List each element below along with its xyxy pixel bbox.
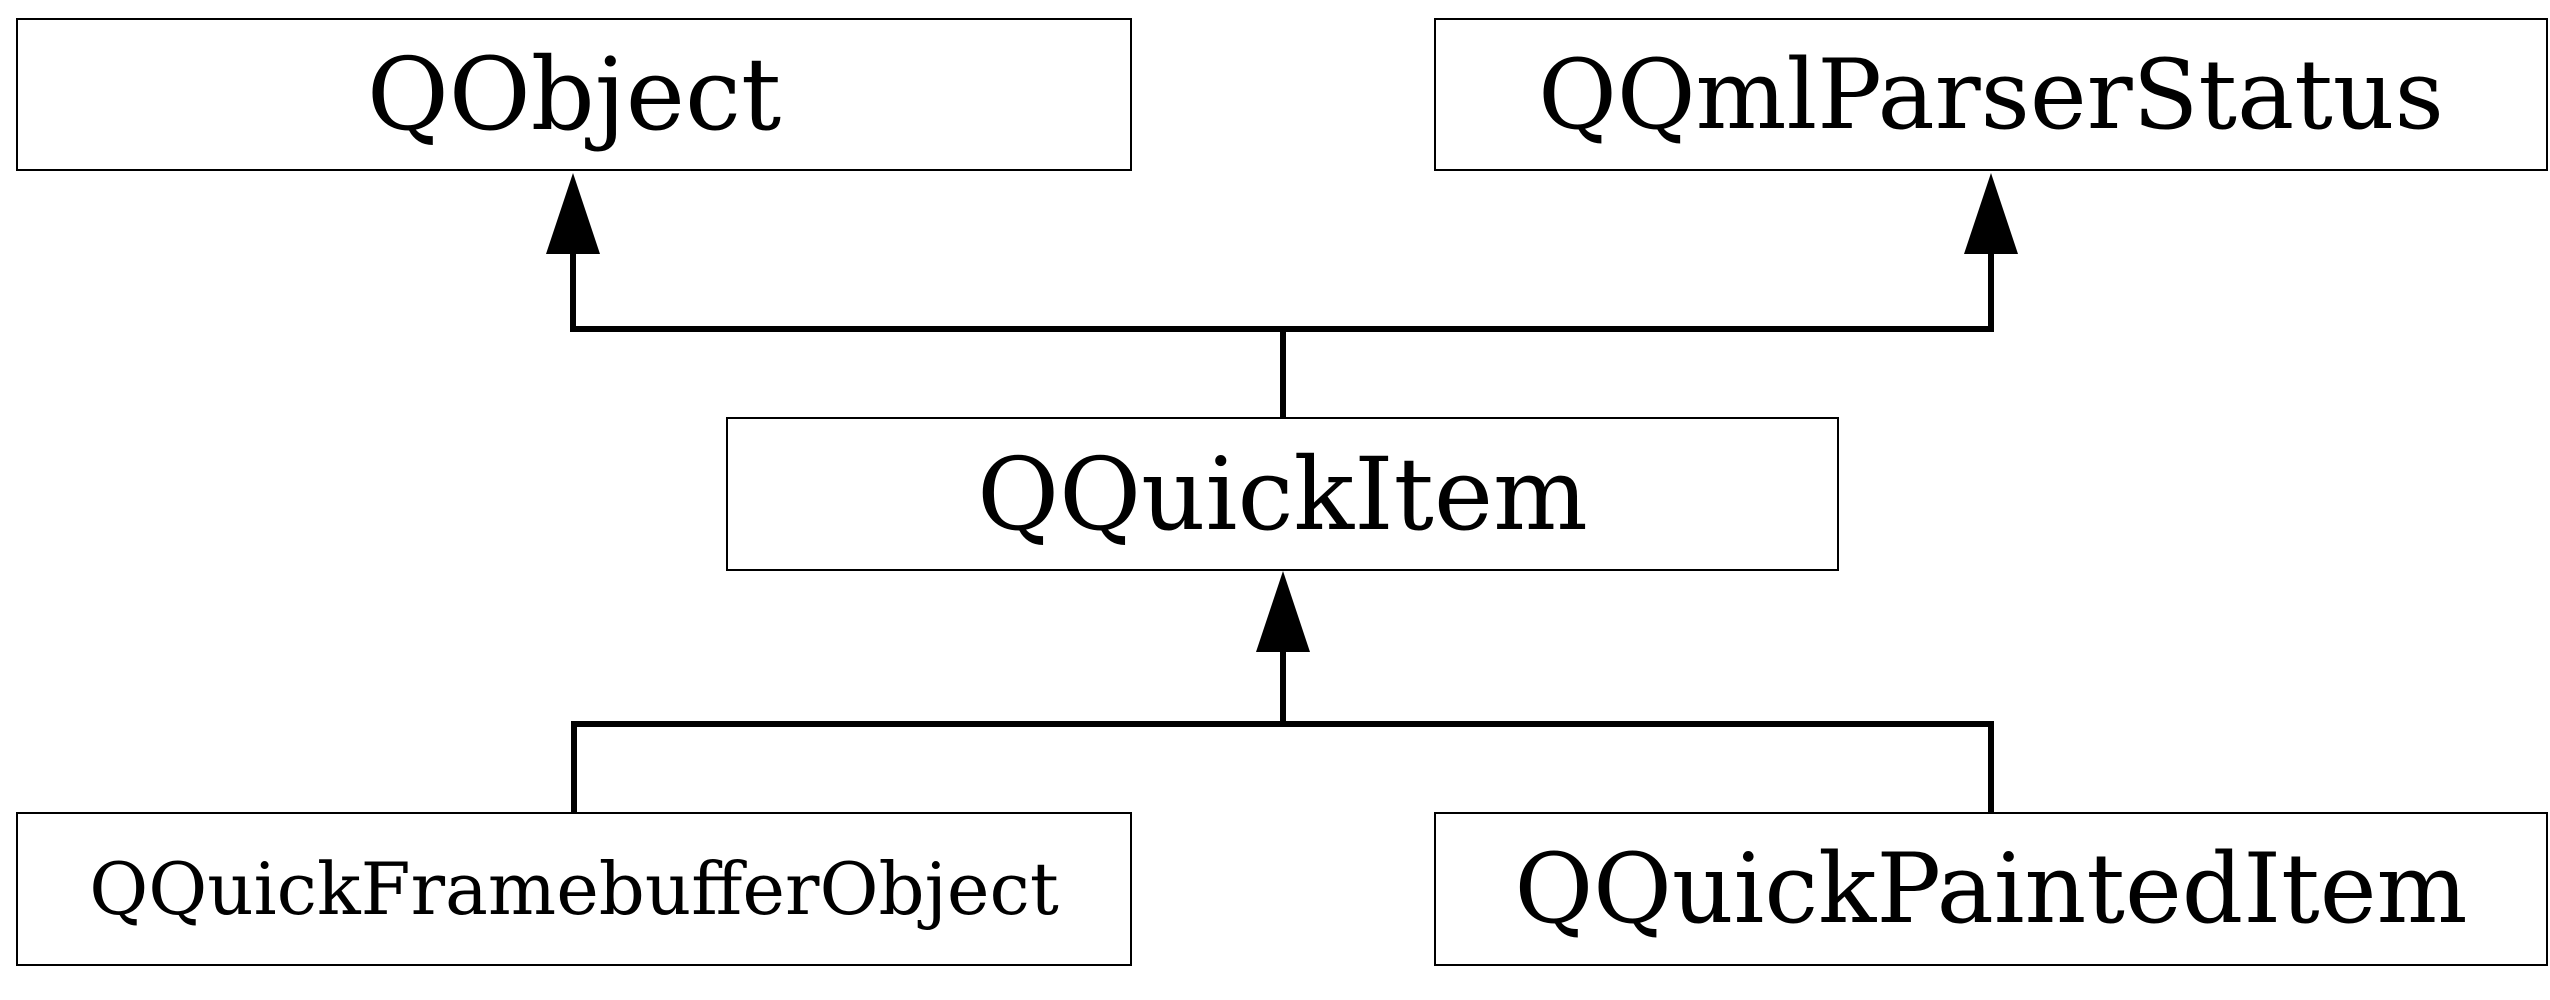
node-qquickpainteditem: QQuickPaintedItem	[1434, 812, 2548, 966]
node-qobject: QObject	[16, 18, 1132, 171]
node-label-qquickframebufferobject: QQuickFramebufferObject	[89, 847, 1059, 931]
node-label-qobject: QObject	[366, 36, 782, 153]
node-qquickitem: QQuickItem	[726, 417, 1839, 571]
node-label-qquickpainteditem: QQuickPaintedItem	[1514, 833, 2468, 945]
node-label-qqmlparserstatus: QQmlParserStatus	[1538, 38, 2444, 151]
node-qqmlparserstatus: QQmlParserStatus	[1434, 18, 2548, 171]
node-label-qquickitem: QQuickItem	[977, 435, 1588, 553]
node-qquickframebufferobject: QQuickFramebufferObject	[16, 812, 1132, 966]
arrowhead-to-qqmlparserstatus	[1964, 173, 2018, 254]
arrowhead-to-qquickitem	[1256, 571, 1310, 652]
arrowhead-to-qobject	[546, 173, 600, 254]
